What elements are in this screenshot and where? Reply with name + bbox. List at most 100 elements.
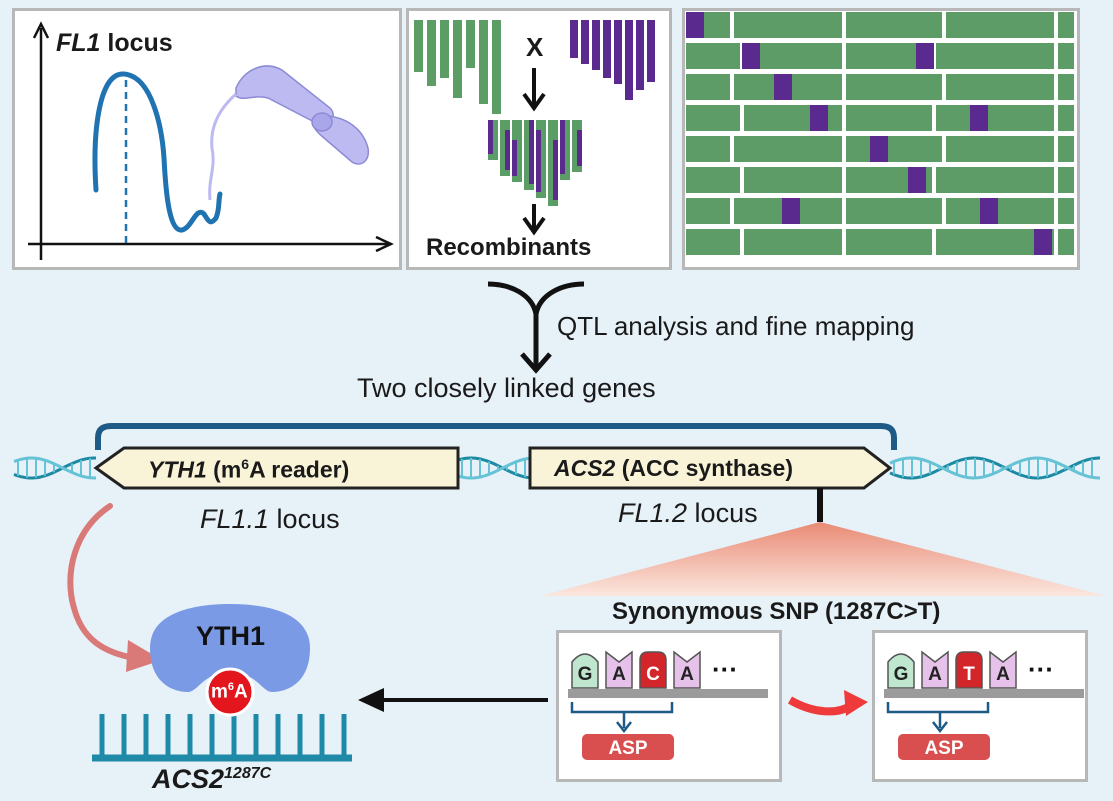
genotype-segment	[846, 136, 942, 162]
recombinants-label: Recombinants	[426, 234, 592, 261]
introgression-marker	[742, 43, 760, 69]
genotype-segment	[936, 167, 1054, 193]
recombinant-segment	[512, 140, 517, 176]
cross-bars	[414, 20, 655, 236]
purple-parent-bar	[636, 20, 644, 90]
nucleotide-left-3	[673, 650, 701, 689]
genotype-segment	[744, 229, 842, 255]
genotype-segment	[946, 12, 1054, 38]
fl12-word: locus	[687, 498, 758, 528]
introgression-marker	[908, 167, 926, 193]
reader-binding	[92, 604, 352, 762]
green-parent-bar	[427, 20, 436, 86]
genotype-segment	[946, 136, 1054, 162]
genotype-segment	[846, 74, 942, 100]
genotype-segment	[734, 12, 842, 38]
chromosome-link	[208, 92, 237, 201]
mutation-arrow-icon	[787, 690, 868, 716]
cross-arrowhead-icon	[522, 216, 546, 236]
lod-curve	[92, 71, 223, 233]
genotype-segment	[686, 74, 730, 100]
m6a-label: m6A	[211, 681, 248, 703]
introgression-marker	[870, 136, 888, 162]
purple-parent-bar	[647, 20, 655, 82]
snp-title: Synonymous SNP (1287C>T)	[612, 598, 941, 625]
transcript-name: ACS2	[152, 764, 225, 794]
recombinant-segment	[505, 130, 510, 170]
introgression-marker	[782, 198, 800, 224]
nucleotide-letter: A	[612, 664, 626, 685]
genotype-segment	[734, 136, 842, 162]
nucleotide-right-1	[921, 650, 949, 689]
transcript-comb-icon	[92, 714, 352, 762]
sequence-ellipsis: ···	[712, 654, 738, 684]
genotype-segment	[936, 43, 1054, 69]
acs2-gene-label: ACS2 (ACC synthase)	[554, 457, 793, 480]
purple-parent-bar	[614, 20, 622, 84]
reader-protein-label: YTH1	[196, 621, 266, 651]
nucleotide-letter: A	[928, 664, 942, 685]
codon-bracket	[886, 702, 990, 714]
recombinant-segment	[553, 140, 558, 200]
fl11-locus-label: FL1.1 locus	[200, 506, 340, 533]
genotype-segment	[686, 105, 740, 131]
linkage-bracket	[95, 423, 897, 450]
purple-parent-bar	[570, 20, 578, 58]
amino-acid-label: ASP	[608, 738, 647, 759]
mrna-strand	[884, 689, 1084, 698]
fl12-locus-label: FL1.2 locus	[618, 500, 758, 527]
x-axis-arrow-icon	[375, 235, 394, 253]
recombinant-segment	[536, 130, 541, 192]
analysis-label: QTL analysis and fine mapping	[557, 311, 915, 341]
m6a-m: m	[211, 681, 228, 703]
amino-acid-label: ASP	[924, 738, 963, 759]
genotype-segment	[686, 136, 730, 162]
gene-region	[13, 423, 1100, 522]
introgression-marker	[686, 12, 704, 38]
purple-parent-bar	[603, 20, 611, 78]
fl12-name: FL1.2	[618, 498, 688, 528]
yth1-name: YTH1	[148, 456, 207, 483]
genotype-segment	[846, 12, 942, 38]
recombinant-segment	[577, 130, 582, 166]
locus-plot	[28, 21, 394, 260]
nucleotide-letter: G	[578, 664, 593, 685]
regulation-arrow-icon	[67, 503, 162, 672]
m6a-mark-icon	[205, 667, 255, 717]
nucleotide-left-0	[571, 653, 599, 689]
genotype-segment	[686, 229, 740, 255]
cross-symbol: X	[526, 32, 544, 62]
yth1-desc-sup: 6	[241, 456, 250, 472]
recombinant-segment	[488, 120, 493, 154]
nucleotide-letter: C	[646, 664, 660, 685]
yth1-gene-label: YTH1 (m6A reader)	[148, 457, 349, 482]
yth1-protein-shape	[150, 604, 310, 692]
nucleotide-letter: T	[963, 664, 975, 685]
yth1-desc-open: (m	[206, 456, 242, 483]
genotype-segment	[1058, 105, 1074, 131]
nucleotide-right-2	[955, 651, 983, 689]
translation-arrowhead-icon	[616, 721, 632, 734]
genotype-segment	[846, 105, 932, 131]
sequence-ellipsis: ···	[1028, 654, 1054, 684]
green-parent-bar	[479, 20, 488, 104]
purple-parent-bar	[592, 20, 600, 70]
locus-suffix: locus	[107, 29, 173, 57]
binding-arrow-icon	[358, 688, 548, 712]
genotype-segment	[1058, 74, 1074, 100]
introgression-marker	[970, 105, 988, 131]
introgression-marker	[810, 105, 828, 131]
result-label: Two closely linked genes	[357, 373, 656, 403]
amino-acid-badge	[898, 734, 990, 760]
genotype-segment	[1058, 43, 1074, 69]
nucleotide-letter: G	[894, 664, 909, 685]
green-parent-bar	[492, 20, 501, 114]
fl11-name: FL1.1	[200, 504, 270, 534]
genotype-segment	[936, 105, 1054, 131]
transcript-label: ACS21287C	[152, 766, 271, 793]
genotype-segment	[1058, 136, 1074, 162]
introgression-marker	[774, 74, 792, 100]
yth1-gene-box	[93, 446, 460, 490]
yth1-desc-close: A reader)	[249, 456, 350, 483]
genotype-segment	[744, 167, 842, 193]
